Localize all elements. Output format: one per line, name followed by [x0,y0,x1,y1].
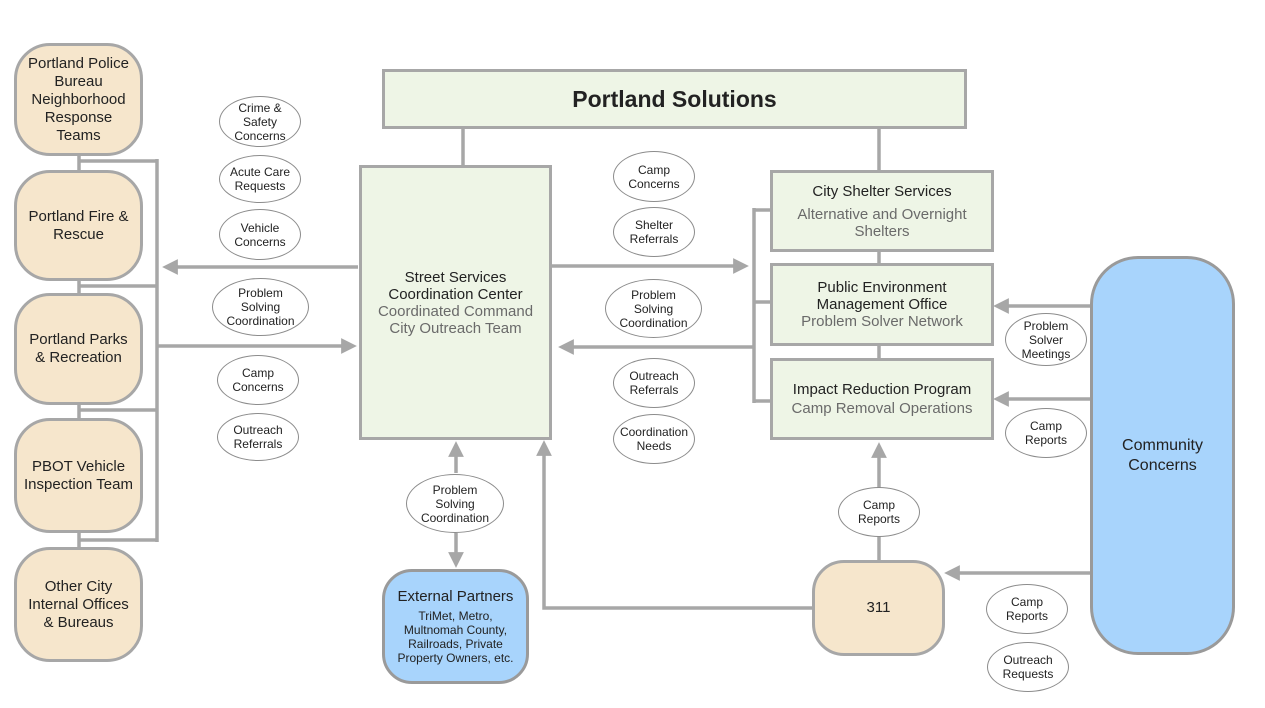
label-camp-reports-up: Camp Reports [838,487,920,537]
page-title: Portland Solutions [382,69,967,129]
service-impact-subtitle: Camp Removal Operations [791,400,973,417]
label-outreach-referrals-mid: Outreach Referrals [613,358,695,408]
external-partners: External Partners TriMet, Metro, Multnom… [382,569,529,684]
community-concerns: Community Concerns [1090,256,1235,655]
label-vehicle-concerns: Vehicle Concerns [219,209,301,260]
label-camp-concerns-mid: Camp Concerns [613,151,695,202]
service-impact: Impact Reduction Program Camp Removal Op… [770,358,994,440]
street-services-center: Street Services Coordination Center Coor… [359,165,552,440]
dept-pbot: PBOT Vehicle Inspection Team [14,418,143,533]
label-problem-solving-bottom: Problem Solving Coordination [406,474,504,533]
service-shelter-subtitle: Alternative and Overnight Shelters [797,205,967,240]
dept-police-label: Portland Police Bureau Neighborhood Resp… [28,54,129,144]
label-crime-safety: Crime & Safety Concerns [219,96,301,147]
dept-fire: Portland Fire & Rescue [14,170,143,281]
dept-police: Portland Police Bureau Neighborhood Resp… [14,43,143,156]
external-partners-list: TriMet, Metro, Multnomah County, Railroa… [397,609,514,665]
service-pem-subtitle: Problem Solver Network [801,313,963,330]
page-title-text: Portland Solutions [572,85,777,112]
label-problem-solving-mid: Problem Solving Coordination [605,279,702,338]
external-partners-title: External Partners [397,588,514,605]
dept-pbot-label: PBOT Vehicle Inspection Team [24,457,133,493]
label-problem-solver-meetings: Problem Solver Meetings [1005,313,1087,366]
center-subtitle: Coordinated Command City Outreach Team [377,302,534,337]
dept-other-label: Other City Internal Offices & Bureaus [28,577,129,631]
community-concerns-label: Community Concerns [1122,436,1203,474]
dept-parks: Portland Parks & Recreation [14,293,143,405]
service-impact-title: Impact Reduction Program [792,381,972,398]
label-outreach-requests: Outreach Requests [987,642,1069,692]
service-shelter-title: City Shelter Services [812,182,952,200]
dept-fire-label: Portland Fire & Rescue [28,207,129,243]
label-shelter-referrals: Shelter Referrals [613,207,695,257]
label-outreach-referrals-left: Outreach Referrals [217,413,299,461]
box-311: 311 [812,560,945,656]
label-acute-care: Acute Care Requests [219,155,301,203]
label-camp-reports-bottom: Camp Reports [986,584,1068,634]
label-camp-concerns-left: Camp Concerns [217,355,299,405]
center-title: Street Services Coordination Center [388,268,523,303]
dept-parks-label: Portland Parks & Recreation [29,331,128,366]
service-pem: Public Environment Management Office Pro… [770,263,994,346]
dept-other: Other City Internal Offices & Bureaus [14,547,143,662]
label-camp-reports-right: Camp Reports [1005,408,1087,458]
label-coordination-needs: Coordination Needs [613,414,695,464]
box-311-label: 311 [866,599,891,616]
label-problem-solving-left: Problem Solving Coordination [212,278,309,336]
service-pem-title: Public Environment Management Office [816,279,948,313]
service-shelter: City Shelter Services Alternative and Ov… [770,170,994,252]
